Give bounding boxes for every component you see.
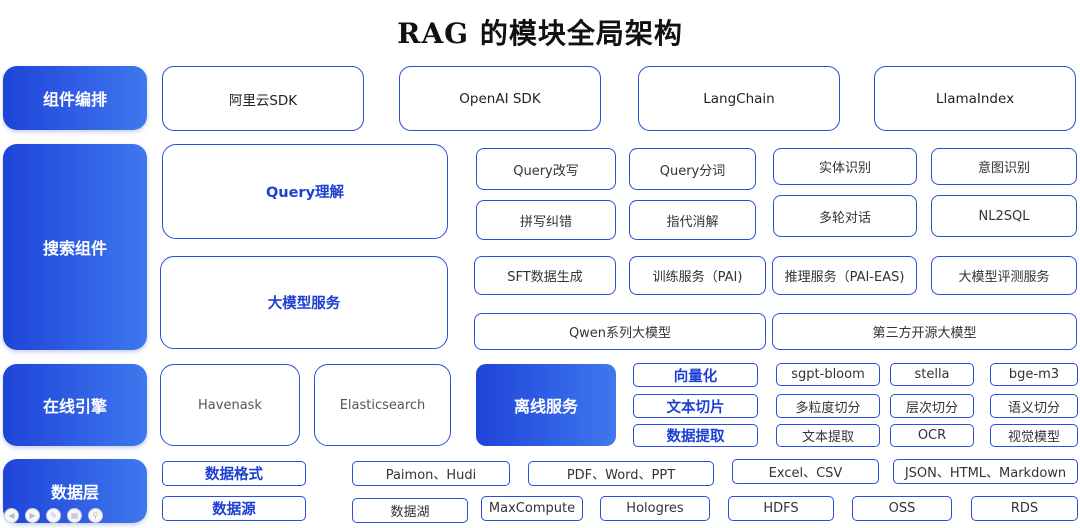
box-coreference: 指代消解 [629, 200, 756, 240]
box-open-source-models: 第三方开源大模型 [772, 313, 1077, 350]
box-havenask: Havenask [160, 364, 300, 446]
box-visual-model: 视觉模型 [990, 424, 1078, 447]
box-hologres: Hologres [600, 496, 710, 521]
presentation-toolbar: ◀ ▶ ✎ ▦ ⚲ [4, 508, 103, 523]
next-icon[interactable]: ▶ [25, 508, 40, 523]
box-bge-m3: bge-m3 [990, 363, 1078, 386]
box-text-chunking: 文本切片 [633, 394, 758, 418]
box-semantic-split: 语义切分 [990, 394, 1078, 418]
box-data-format: 数据格式 [162, 461, 306, 486]
grid-icon[interactable]: ▦ [67, 508, 82, 523]
layer-search: 搜索组件 [3, 144, 147, 350]
box-openai-sdk: OpenAI SDK [399, 66, 601, 131]
box-sft-data: SFT数据生成 [474, 256, 616, 295]
box-query-understanding: Query理解 [162, 144, 448, 239]
box-multi-turn: 多轮对话 [773, 195, 917, 237]
box-text-extraction: 文本提取 [776, 424, 880, 447]
box-query-segment: Query分词 [629, 148, 756, 190]
pen-icon[interactable]: ✎ [46, 508, 61, 523]
box-multi-granularity: 多粒度切分 [776, 394, 880, 418]
box-nl2sql: NL2SQL [931, 195, 1077, 237]
box-maxcompute: MaxCompute [481, 496, 583, 521]
zoom-icon[interactable]: ⚲ [88, 508, 103, 523]
diagram-title: RAG 的模块全局架构 [397, 17, 683, 50]
box-ocr: OCR [890, 424, 974, 447]
layer-orchestration: 组件编排 [3, 66, 147, 130]
box-aliyun-sdk: 阿里云SDK [162, 66, 364, 131]
box-stella: stella [890, 363, 974, 386]
prev-icon[interactable]: ◀ [4, 508, 19, 523]
box-excel-csv: Excel、CSV [732, 459, 879, 484]
box-training-service: 训练服务（PAI) [629, 256, 766, 295]
box-llm-evaluation: 大模型评测服务 [931, 256, 1077, 295]
box-data-source: 数据源 [162, 496, 306, 521]
box-json-html-markdown: JSON、HTML、Markdown [893, 459, 1078, 484]
layer-engine: 在线引擎 [3, 364, 147, 446]
box-paimon-hudi: Paimon、Hudi [352, 461, 510, 486]
box-qwen-models: Qwen系列大模型 [474, 313, 766, 350]
box-inference-service: 推理服务（PAI-EAS) [772, 256, 917, 295]
box-langchain: LangChain [638, 66, 840, 131]
box-pdf-word-ppt: PDF、Word、PPT [528, 461, 714, 486]
box-hdfs: HDFS [728, 496, 834, 521]
box-entity-recognition: 实体识别 [773, 148, 917, 185]
box-vectorization: 向量化 [633, 363, 758, 387]
box-data-extraction: 数据提取 [633, 424, 758, 447]
box-oss: OSS [852, 496, 952, 521]
box-intent-recognition: 意图识别 [931, 148, 1077, 185]
box-data-lake: 数据湖 [352, 498, 468, 523]
box-rds: RDS [971, 496, 1078, 521]
box-spell-correction: 拼写纠错 [476, 200, 616, 240]
box-hierarchical-split: 层次切分 [890, 394, 974, 418]
box-offline-service: 离线服务 [476, 364, 616, 446]
box-elasticsearch: Elasticsearch [314, 364, 451, 446]
box-llm-service: 大模型服务 [160, 256, 448, 349]
box-llamaindex: LlamaIndex [874, 66, 1076, 131]
box-sgpt-bloom: sgpt-bloom [776, 363, 880, 386]
box-query-rewrite: Query改写 [476, 148, 616, 190]
